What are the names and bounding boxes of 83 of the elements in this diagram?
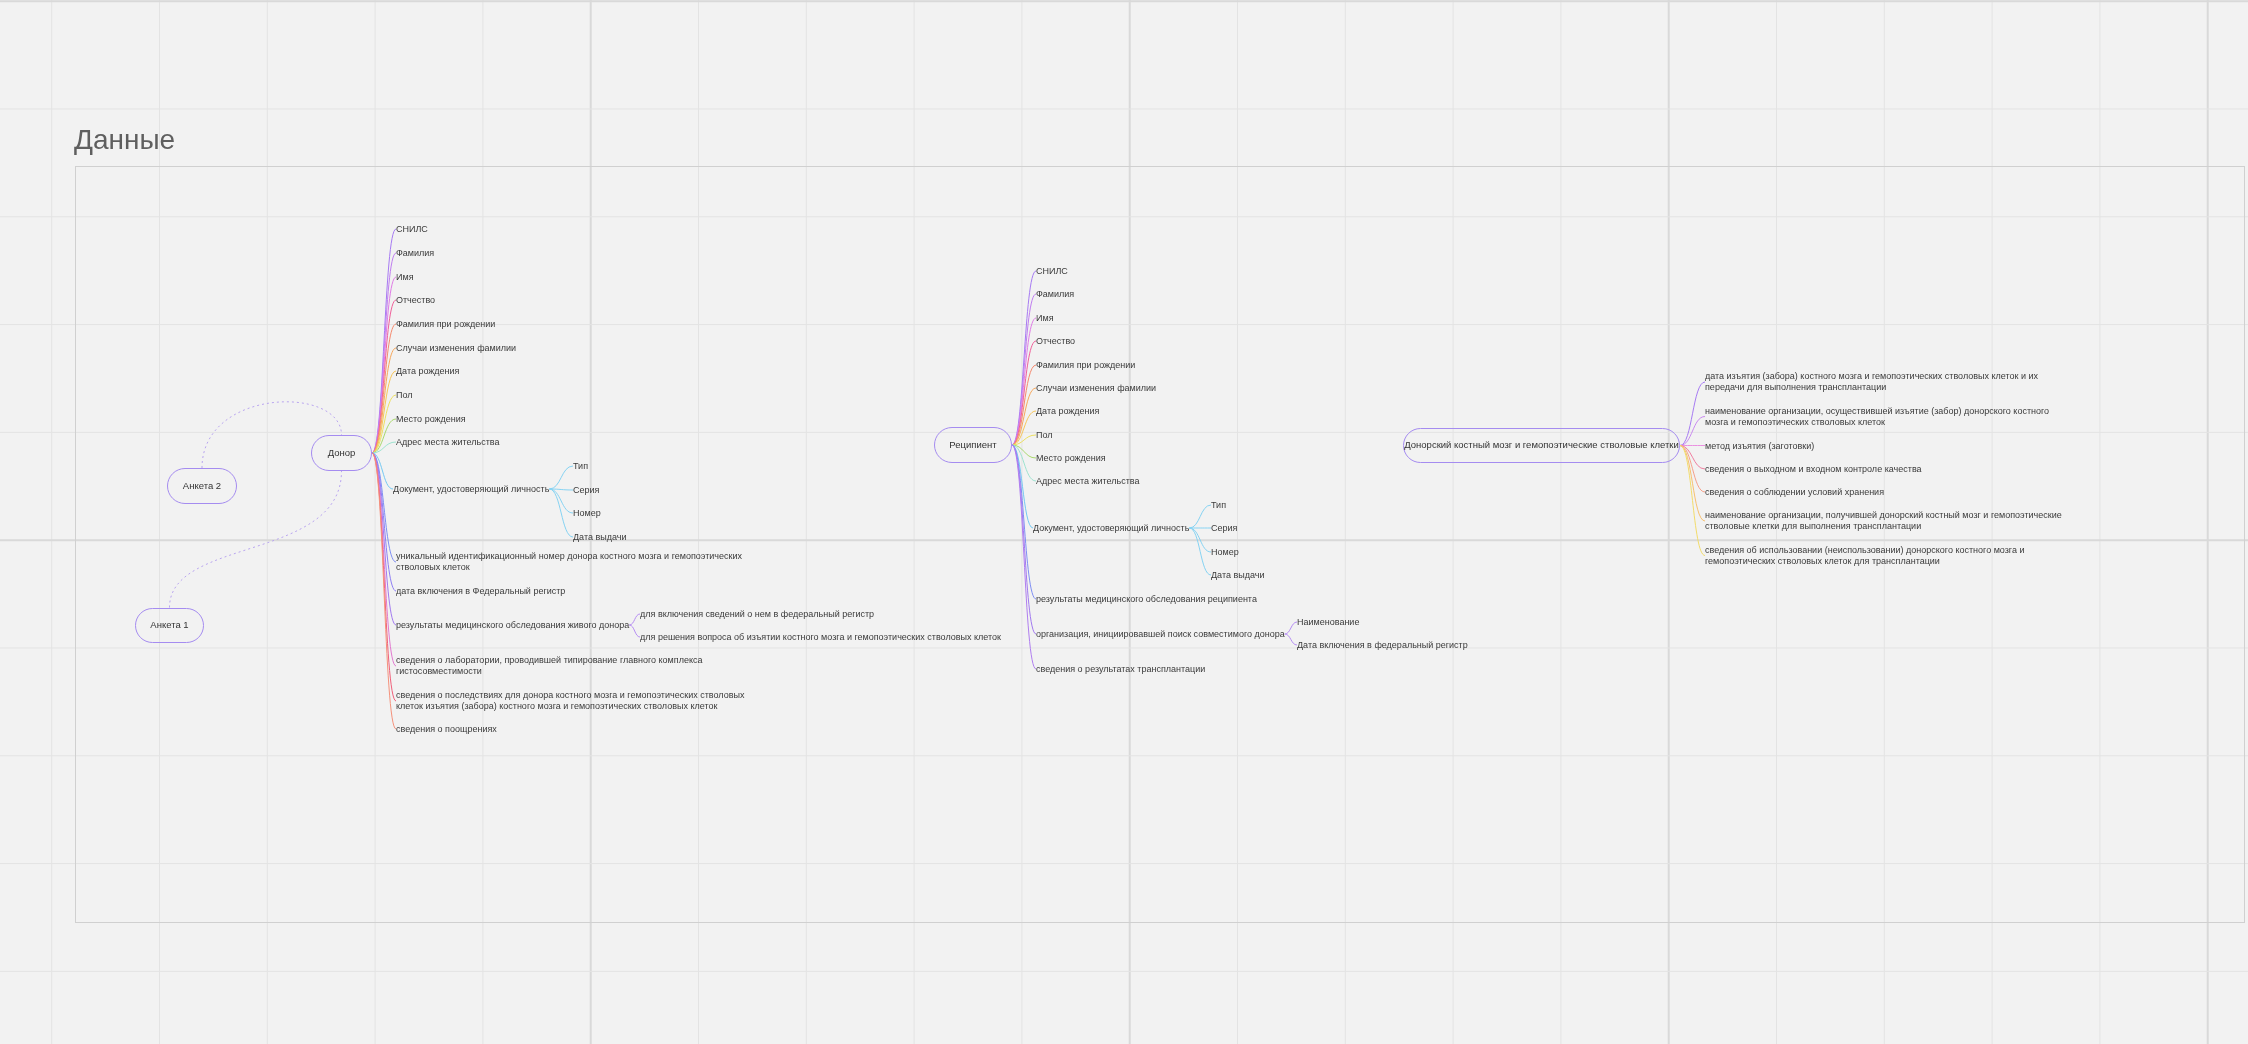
dotted-connector xyxy=(201,401,342,469)
topic-label: сведения об использовании (неиспользовании) донорского костного мозга и гемопоэтических стволовых клеток для трансплантации xyxy=(1705,544,2060,567)
topic-label: наименование организации, осуществившей изъятие (забор) донорского костного мозга и гемопоэтических стволовых клеток xyxy=(1705,405,2060,428)
topic-label: Документ, удостоверяющий личность xyxy=(393,483,550,495)
topic-label: результаты медицинского обследования реципиента xyxy=(1036,593,1257,605)
branch-line xyxy=(1679,416,1706,446)
branch-line xyxy=(1011,387,1037,446)
topic-label: Адрес места жительства xyxy=(396,436,500,448)
branch-line xyxy=(1011,444,1037,670)
topic-label: сведения о последствиях для донора костного мозга и гемопоэтических стволовых клеток изъятия (забора) костного мозга и гемопоэтических стволовых клеток xyxy=(396,690,758,712)
branch-line xyxy=(1188,527,1212,576)
topic-label: сведения о выходном и входном контроле качества xyxy=(1705,463,1922,475)
dotted-connector xyxy=(169,470,342,608)
topic-label: уникальный идентификационный номер донора костного мозга и гемопоэтических стволовых клеток xyxy=(396,551,758,573)
branch-line xyxy=(371,452,394,490)
branch-line xyxy=(1011,444,1037,482)
branch-line xyxy=(1188,527,1212,529)
branch-line xyxy=(1011,434,1037,446)
topic-label: Наименование xyxy=(1297,616,1360,628)
topic-label: СНИЛС xyxy=(396,223,428,235)
topic-label: Дата выдачи xyxy=(573,531,627,543)
topic-label: для включения сведений о нем в федеральный регистр xyxy=(640,608,875,620)
topic-label: Случаи изменения фамилии xyxy=(396,342,517,354)
branch-line xyxy=(628,613,641,626)
branch-line xyxy=(1011,444,1037,635)
topic-label: Номер xyxy=(1211,546,1239,558)
topic-label: сведения о результатах трансплантации xyxy=(1036,663,1206,675)
topic-label: Пол xyxy=(1036,429,1053,441)
branch-line xyxy=(371,370,397,454)
topic-label: Дата рождения xyxy=(1036,405,1100,417)
branch-line xyxy=(1188,527,1212,553)
topic-label: сведения о соблюдении условий хранения xyxy=(1705,486,1884,498)
topic-label: Адрес места жительства xyxy=(1036,475,1140,487)
branch-line xyxy=(1679,445,1706,556)
topic-label: организация, инициировавшей поиск совместимого донора xyxy=(1036,628,1285,640)
topic-label: Пол xyxy=(396,389,413,401)
branch-line xyxy=(371,452,397,592)
branch-line xyxy=(628,624,641,638)
branch-line xyxy=(548,488,574,491)
topic-label: Дата рождения xyxy=(396,365,460,377)
branch-line xyxy=(1284,621,1298,635)
topic-label: Отчество xyxy=(396,294,436,306)
topic-label: сведения о лаборатории, проводившей типирование главного комплекса гистосовместимости xyxy=(396,655,758,677)
topic-label: Дата включения в федеральный регистр xyxy=(1297,639,1468,651)
branch-line xyxy=(548,488,574,514)
branch-line xyxy=(371,394,397,454)
topic-label: Фамилия при рождении xyxy=(1036,359,1136,371)
topic-label: Тип xyxy=(1211,499,1226,511)
topic-label: Случаи изменения фамилии xyxy=(1036,382,1157,394)
branch-line xyxy=(1284,633,1298,646)
topic-label: Фамилия xyxy=(396,247,435,259)
topic-label: Серия xyxy=(1211,522,1238,534)
topic-label: Отчество xyxy=(1036,335,1076,347)
topic-label: сведения о поощрениях xyxy=(396,723,497,735)
topic-label: Имя xyxy=(1036,312,1054,324)
topic-label: наименование организации, получившей донорский костный мозг и гемопоэтические стволовые клетки для выполнения трансплантации xyxy=(1705,510,2065,532)
topic-label: Фамилия xyxy=(1036,288,1075,300)
topic-label: Место рождения xyxy=(1036,452,1106,464)
topic-label: дата включения в Федеральный регистр xyxy=(396,585,566,597)
frame-title: Данные xyxy=(74,123,176,157)
topic-label: СНИЛС xyxy=(1036,265,1068,277)
topic-label: для решения вопроса об изъятии костного мозга и гемопоэтических стволовых клеток xyxy=(640,631,1001,643)
topic-label: Дата выдачи xyxy=(1211,569,1265,581)
branch-line xyxy=(1011,444,1034,529)
branch-line xyxy=(548,488,574,538)
branch-line xyxy=(1011,444,1037,459)
branch-line xyxy=(1679,445,1706,470)
branch-line xyxy=(371,441,397,454)
topic-label: результаты медицинского обследования живого донора xyxy=(396,619,630,631)
topic-label: Место рождения xyxy=(396,413,466,425)
branch-line xyxy=(371,323,397,454)
topic-label: Документ, удостоверяющий личность xyxy=(1033,522,1190,534)
topic-label: Номер xyxy=(573,507,601,519)
topic-label: метод изъятия (заготовки) xyxy=(1705,440,1815,451)
topic-label: Имя xyxy=(396,271,414,283)
topic-label: Серия xyxy=(573,484,600,496)
branch-line xyxy=(1679,381,1706,446)
topic-pill: Донорский костный мозг и гемопоэтические стволовые клетки xyxy=(1403,428,1680,463)
topic-label: дата изъятия (забора) костного мозга и гемопоэтических стволовых клеток и их передачи для выполнения трансплантации xyxy=(1705,371,2060,393)
topic-label: Тип xyxy=(573,460,588,472)
topic-label: Фамилия при рождении xyxy=(396,318,496,330)
branch-line xyxy=(1011,340,1037,446)
branch-line xyxy=(1011,317,1037,446)
